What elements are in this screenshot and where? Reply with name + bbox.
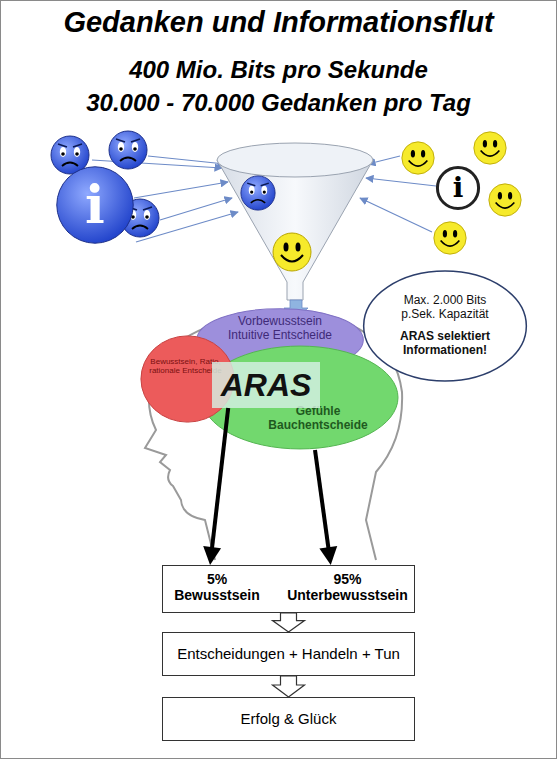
flow-arrow [134,182,228,198]
node-text: Vorbewusstsein Intuitive Entscheide [220,315,340,343]
callout-bubble-outline [362,270,528,382]
node-text: i [85,179,105,231]
subtitle-label: 400 Mio. Bits pro Sekunde [0,56,557,84]
happy-face [402,142,434,174]
node-text: Entscheidungen + Handeln + Tun [177,645,400,662]
node-text: 5% Bewusstsein [171,571,263,603]
flow-arrow [360,198,432,232]
process-box: Erfolg & Glück [162,697,415,741]
happy-face [474,132,506,164]
subtitle-label: 30.000 - 70.000 Gedanken pro Tag [0,89,557,117]
happy-face [489,184,521,216]
hollow-arrow [273,613,305,632]
info-icon: i [56,166,134,244]
node-text: Gefühle Bauchentscheide [262,405,374,433]
hollow-arrow [273,676,305,697]
info-icon-shape [57,167,133,243]
node-text: ARAS selektiert Informationen! [389,330,501,358]
info-icon: i [437,167,479,209]
arrow-head [203,546,221,565]
process-box: Entscheidungen + Handeln + Tun [162,632,415,676]
connector-arrow [203,408,228,565]
callout-bubble: Max. 2.000 Bits p.Sek. KapazitätARAS sel… [362,270,528,382]
node-text: Max. 2.000 Bits p.Sek. Kapazität [386,294,504,322]
brain-region-shape [202,346,398,449]
aras-box: ARAS [212,362,320,408]
arrow-head [319,546,337,565]
callout-bubble-shape [364,271,527,381]
funnel-rim [217,143,373,177]
sad-face [109,131,147,169]
process-box: 5% Bewusstsein 95% Unterbewusstsein [162,565,415,613]
node-text: ARAS [221,369,312,401]
sad-face [241,176,275,210]
node-text: 95% Unterbewusstsein [285,571,410,603]
node-text: i [453,174,464,202]
flow-arrow [366,178,436,186]
node-text: Erfolg & Glück [241,710,337,727]
happy-face [273,233,311,271]
funnel [217,160,373,300]
connector-arrow [315,450,337,565]
diagram-title: Gedanken und Informationsflut [0,6,557,39]
happy-face [434,222,466,254]
info-icon-shape [437,167,478,208]
flow-arrow [148,156,225,164]
arrow-shaft [315,450,329,551]
